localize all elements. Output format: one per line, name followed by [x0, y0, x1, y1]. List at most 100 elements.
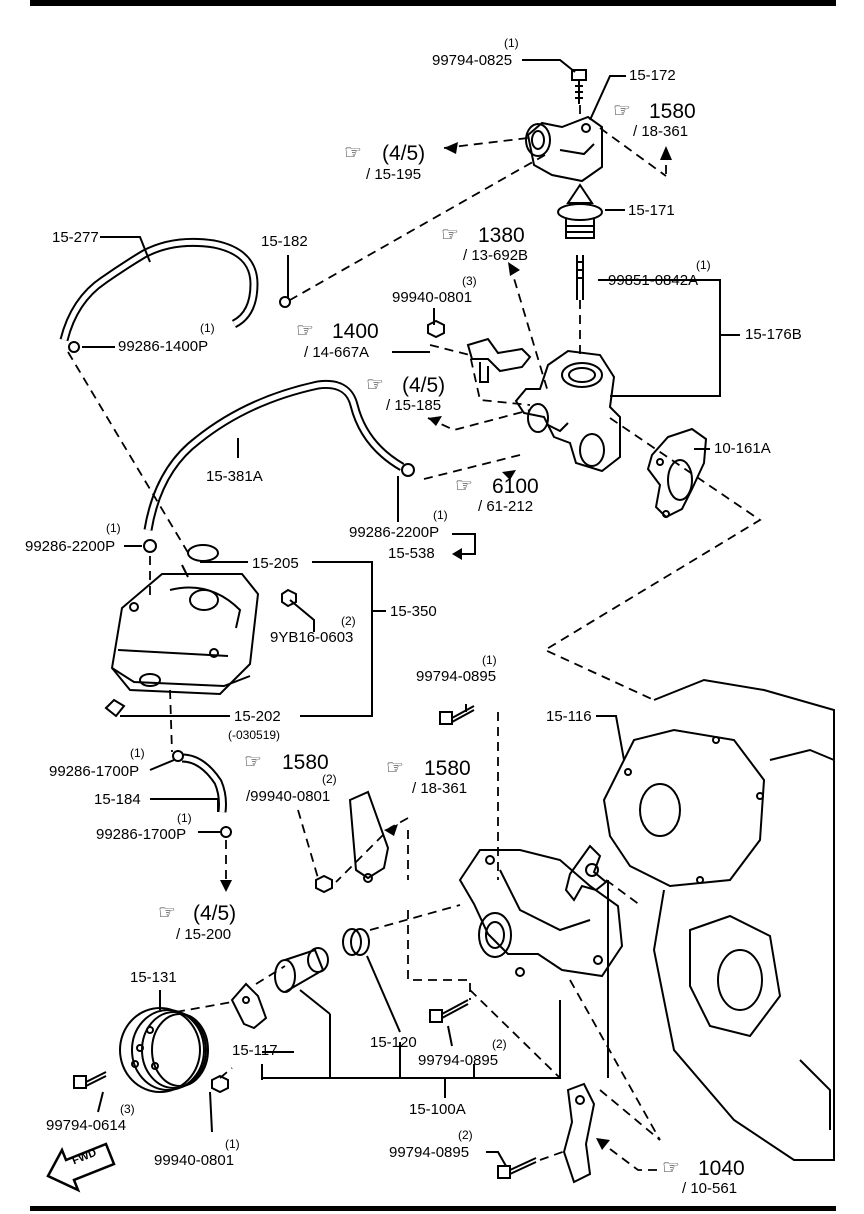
qty-99940-0801-a: (3)	[462, 274, 477, 288]
part-15-120: 15-120	[370, 1034, 417, 1051]
pointing-hand-icon-5: ☞	[366, 374, 384, 396]
qty-99286-1400p: (1)	[200, 321, 215, 335]
part-99286-2200p-a: 99286-2200P	[349, 524, 440, 541]
nut-part	[427, 319, 445, 339]
thermostat-part	[557, 183, 603, 239]
ref-1580-a-sub: / 18-361	[633, 123, 689, 140]
impeller-part	[564, 844, 608, 902]
ref-1580-b: 1580	[282, 751, 329, 774]
stud-part	[576, 255, 584, 300]
ref-1400-sub: / 14-667A	[304, 344, 370, 361]
ref-4-5-c-sub: / 15-200	[176, 926, 232, 943]
part-99851-0842a: 99851-0842A	[608, 272, 699, 289]
bolt-part-4	[429, 999, 469, 1023]
part-15-171: 15-171	[628, 202, 675, 219]
qty-1580-b: (2)	[322, 772, 337, 786]
part-99794-0895-c: 99794-0895	[389, 1144, 470, 1161]
part-99286-2200p-b: 99286-2200P	[25, 538, 116, 555]
part-15-117: 15-117	[232, 1042, 278, 1059]
lower-bracket-part	[562, 1082, 596, 1184]
arrow-head-icon-6	[452, 548, 462, 560]
bottom-border	[30, 1206, 836, 1211]
arrow-head-icon	[444, 142, 458, 154]
ref-4-5-c: (4/5)	[193, 902, 237, 925]
part-99286-1400p: 99286-1400P	[118, 338, 209, 355]
part-15-350: 15-350	[390, 603, 437, 620]
hose-part-2	[143, 379, 405, 531]
qty-9yb16: (2)	[341, 614, 356, 628]
ref-1400: 1400	[332, 320, 379, 343]
clamp-part-2	[279, 296, 291, 308]
qty-99794-0614: (3)	[120, 1102, 135, 1116]
part-99286-1700p-b: 99286-1700P	[96, 826, 187, 843]
thermostat-housing-part	[514, 349, 621, 473]
clamp-part	[68, 341, 80, 353]
part-15-277: 15-277	[52, 229, 99, 246]
part-15-202: 15-202	[234, 708, 281, 725]
ref-1040-sub: / 10-561	[682, 1180, 738, 1197]
ref-4-5-b: (4/5)	[402, 374, 446, 397]
ref-1380-sub: / 13-692B	[463, 247, 529, 264]
part-15-184: 15-184	[94, 791, 141, 808]
clamp-part-5	[172, 750, 184, 762]
qty-99286-2200p-a: (1)	[433, 508, 448, 522]
arrow-head-icon-7	[220, 880, 232, 892]
bolt-part-5	[497, 1157, 537, 1179]
water-pump-part	[458, 849, 624, 978]
part-99794-0895-a: 99794-0895	[416, 668, 497, 685]
part-99940-0801-a: 99940-0801	[392, 289, 473, 306]
engine-block-part	[652, 678, 835, 1161]
part-15-116: 15-116	[546, 708, 592, 725]
plate-part	[348, 790, 390, 883]
pointing-hand-icon-9: ☞	[158, 902, 176, 924]
pointing-hand-icon-6: ☞	[455, 475, 473, 497]
part-15-381a: 15-381A	[206, 468, 263, 485]
pointing-hand-icon-10: ☞	[662, 1157, 680, 1179]
qty-99794-0825: (1)	[504, 36, 519, 50]
seal-part	[342, 928, 370, 956]
part-99794-0614: 99794-0614	[46, 1117, 127, 1134]
ref-6100: 6100	[492, 475, 539, 498]
ref-1580-c-sub: / 18-361	[412, 780, 468, 797]
ref-4-5-a-sub: / 15-195	[366, 166, 422, 183]
bolt-part-2	[439, 705, 475, 725]
ref-1380: 1380	[478, 224, 525, 247]
part-15-202-sub: (-030519)	[228, 728, 281, 742]
bracket-part	[466, 337, 532, 383]
arrow-head-icon-5	[502, 470, 516, 480]
pointing-hand-icon-8: ☞	[386, 757, 404, 779]
ref-1580-c: 1580	[424, 757, 471, 780]
arrow-head-icon-9	[596, 1138, 610, 1150]
clamp-part-3	[401, 463, 415, 477]
nut-part-3	[315, 874, 333, 894]
fwd-arrow-icon	[46, 1142, 116, 1193]
part-99940-0801-b: 99940-0801	[154, 1152, 235, 1169]
nut-part-4	[211, 1074, 229, 1094]
part-99286-1700p-a: 99286-1700P	[49, 763, 140, 780]
top-border	[30, 0, 836, 6]
part-15-182: 15-182	[261, 233, 308, 250]
part-15-205: 15-205	[252, 555, 299, 572]
qty-99794-0895-a: (1)	[482, 653, 497, 667]
ref-1580-a: 1580	[649, 100, 696, 123]
gasket-part	[646, 427, 708, 519]
pulley-part	[119, 1007, 209, 1093]
nut-part-2	[281, 588, 297, 608]
pointing-hand-icon: ☞	[613, 100, 631, 122]
part-15-538: 15-538	[388, 545, 435, 562]
part-10-161a: 10-161A	[714, 440, 771, 457]
arrow-head-icon-2	[660, 146, 672, 160]
ref-6100-sub: / 61-212	[478, 498, 534, 515]
qty-99286-1700p-a: (1)	[130, 746, 145, 760]
qty-99940-0801-b: (1)	[225, 1137, 240, 1151]
ref-1040: 1040	[698, 1157, 745, 1180]
part-15-176b: 15-176B	[745, 326, 802, 343]
arrow-head-icon-8	[384, 824, 398, 836]
hub-part	[230, 982, 268, 1030]
pointing-hand-icon-3: ☞	[441, 224, 459, 246]
qty-99794-0895-b: (2)	[492, 1037, 507, 1051]
ref-1580-b-sub: /99940-0801	[246, 788, 331, 805]
coolant-reservoir-part	[104, 544, 260, 718]
engine-gasket-part	[602, 728, 766, 888]
